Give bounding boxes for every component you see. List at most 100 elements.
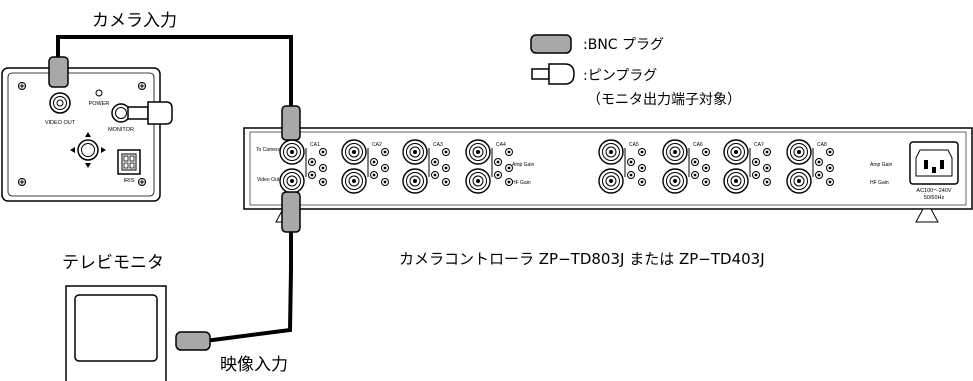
- bnc-jack-icon: [598, 168, 624, 194]
- gain-knob-icon: [494, 171, 502, 179]
- gain-knob-icon: [505, 164, 513, 172]
- channel-7: CA7: [723, 139, 771, 194]
- gain-knob-icon: [381, 148, 389, 156]
- monitor-bnc-plug-icon: [175, 331, 211, 351]
- camera-bnc-plug-icon: [48, 56, 69, 88]
- channel-label: CA3: [433, 142, 443, 148]
- channel-8: CA8: [786, 139, 834, 194]
- gain-knob-icon: [638, 178, 646, 186]
- iris-connector-icon: [117, 149, 141, 175]
- channel-label: CA4: [496, 142, 506, 148]
- bnc-jack-icon: [341, 168, 367, 194]
- controller-to-camera-bnc-plug-icon: [281, 105, 301, 141]
- gain-knob-icon: [763, 148, 771, 156]
- gain-knob-icon: [702, 164, 710, 172]
- camera-iris-label: IRIS: [124, 178, 135, 184]
- gain-knob-icon: [763, 178, 771, 186]
- pin-legend-note: （モニタ出力端子対象）: [587, 92, 741, 108]
- gain-knob-icon: [505, 148, 513, 156]
- channel-5: CA5: [598, 139, 646, 194]
- camera-controller-unit: To Camera Video Out CA1 CA2 CA3 CA4 CA5 CA6 CA…: [243, 127, 973, 223]
- channel-label: CA5: [629, 142, 639, 148]
- bnc-jack-icon: [279, 139, 305, 165]
- gain-knob-icon: [494, 158, 502, 166]
- bnc-jack-icon: [402, 168, 428, 194]
- amp-gain-label-left: Amp Gain: [512, 162, 534, 168]
- ac-voltage-label: AC100〜240V: [916, 188, 951, 194]
- controller-video-out-bnc-plug-icon: [281, 191, 301, 233]
- screw-icon: [18, 82, 146, 186]
- channel-4: CA4: [465, 139, 513, 194]
- gain-knob-icon: [431, 158, 439, 166]
- gain-knob-icon: [752, 158, 760, 166]
- gain-knob-icon: [627, 158, 635, 166]
- bnc-jack-icon: [465, 168, 491, 194]
- video-out-label: Video Out: [257, 177, 280, 183]
- channel-label: CA1: [310, 142, 320, 148]
- gain-knob-icon: [370, 171, 378, 179]
- gain-knob-icon: [319, 148, 327, 156]
- bnc-jack-icon: [662, 139, 688, 165]
- amp-gain-label-right: Amp Gain: [870, 162, 892, 168]
- channel-3: CA3: [402, 139, 450, 194]
- controller-label: カメラコントローラ ZP−TD803J または ZP−TD403J: [399, 250, 765, 268]
- bnc-jack-icon: [598, 139, 624, 165]
- camera-power-label: POWER: [89, 101, 110, 107]
- gain-knob-icon: [381, 178, 389, 186]
- bnc-jack-icon: [786, 168, 812, 194]
- monitor-jack-icon: [111, 103, 131, 123]
- channel-label: CA2: [372, 142, 382, 148]
- gain-knob-icon: [431, 171, 439, 179]
- camera-monitor-label: MONITOR: [108, 127, 134, 133]
- gain-knob-icon: [702, 148, 710, 156]
- gain-knob-icon: [308, 171, 316, 179]
- camera-video-out-label: VIDEO OUT: [45, 120, 76, 126]
- channel-label: CA7: [754, 142, 764, 148]
- camera-unit: POWER VIDEO OUT MONITOR IRIS: [1, 67, 161, 202]
- tv-monitor-unit: [65, 285, 167, 381]
- camera-pin-plug-icon: [127, 101, 173, 125]
- gain-knob-icon: [752, 171, 760, 179]
- ac-inlet-icon: [909, 141, 959, 185]
- gain-knob-icon: [638, 164, 646, 172]
- gain-knob-icon: [381, 164, 389, 172]
- to-camera-label: To Camera: [256, 147, 281, 153]
- gain-knob-icon: [691, 171, 699, 179]
- gain-knob-icon: [815, 158, 823, 166]
- channel-label: CA6: [693, 142, 703, 148]
- channel-6: CA6: [662, 139, 710, 194]
- gain-knob-icon: [442, 178, 450, 186]
- gain-knob-icon: [691, 158, 699, 166]
- gain-knob-icon: [826, 148, 834, 156]
- joystick-icon: [70, 132, 106, 168]
- gain-knob-icon: [505, 178, 513, 186]
- controller-to-monitor-cable: [204, 232, 293, 343]
- camera-input-label: カメラ入力: [92, 11, 177, 31]
- legend: :BNC プラグ :ピンプラグ （モニタ出力端子対象）: [530, 34, 741, 108]
- bnc-jack-icon: [786, 139, 812, 165]
- gain-knob-icon: [319, 178, 327, 186]
- pin-plug-legend-icon: [531, 63, 575, 85]
- pin-legend-label: :ピンプラグ: [583, 68, 657, 84]
- gain-knob-icon: [815, 171, 823, 179]
- gain-knob-icon: [638, 148, 646, 156]
- gain-knob-icon: [627, 171, 635, 179]
- video-out-bnc-jack-icon: [49, 92, 71, 114]
- gain-knob-icon: [308, 158, 316, 166]
- hf-gain-label-left: HF Gain: [512, 180, 531, 186]
- camera-to-controller-cable: [56, 35, 293, 112]
- bnc-jack-icon: [723, 139, 749, 165]
- power-led-icon: [95, 89, 103, 97]
- gain-knob-icon: [763, 164, 771, 172]
- bnc-jack-icon: [341, 139, 367, 165]
- bnc-legend-label: :BNC プラグ: [583, 37, 664, 53]
- channel-2: CA2: [341, 139, 389, 194]
- bnc-jack-icon: [723, 168, 749, 194]
- hf-gain-label-right: HF Gain: [870, 180, 889, 186]
- gain-knob-icon: [442, 164, 450, 172]
- gain-knob-icon: [702, 178, 710, 186]
- bnc-jack-icon: [279, 168, 305, 194]
- gain-knob-icon: [826, 178, 834, 186]
- tv-monitor-label: テレビモニタ: [62, 253, 164, 273]
